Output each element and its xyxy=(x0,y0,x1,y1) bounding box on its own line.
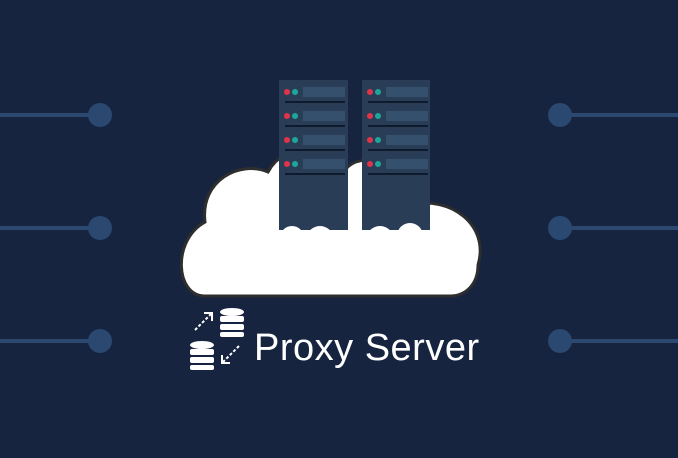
led-red xyxy=(367,113,373,119)
led-teal xyxy=(375,137,381,143)
database-icon-top xyxy=(220,308,244,337)
led-teal xyxy=(292,161,298,167)
server-right xyxy=(362,80,430,254)
led-teal xyxy=(375,89,381,95)
led-red xyxy=(284,113,290,119)
led-red xyxy=(367,89,373,95)
server-left xyxy=(279,80,355,254)
led-teal xyxy=(375,113,381,119)
drive-slot xyxy=(303,111,345,121)
right-connectors xyxy=(548,103,678,353)
slot-divider xyxy=(285,125,345,127)
slot-divider xyxy=(368,125,428,127)
database-icon-bottom xyxy=(190,341,214,370)
drive-slot xyxy=(386,135,428,145)
transfer-arrows-icon xyxy=(194,312,240,364)
led-teal xyxy=(375,161,381,167)
server-slots xyxy=(284,87,428,175)
slot-divider xyxy=(368,149,428,151)
led-teal xyxy=(292,137,298,143)
led-red xyxy=(284,161,290,167)
led-red xyxy=(284,137,290,143)
slot-divider xyxy=(368,101,428,103)
led-red xyxy=(284,89,290,95)
slot-divider xyxy=(368,173,428,175)
led-red xyxy=(367,137,373,143)
drive-slot xyxy=(386,111,428,121)
left-connectors xyxy=(0,103,112,353)
drive-slot xyxy=(303,135,345,145)
slot-divider xyxy=(285,149,345,151)
drive-slot xyxy=(386,87,428,97)
led-red xyxy=(367,161,373,167)
led-teal xyxy=(292,113,298,119)
drive-slot xyxy=(303,159,345,169)
slot-divider xyxy=(285,101,345,103)
drive-slot xyxy=(386,159,428,169)
led-teal xyxy=(292,89,298,95)
proxy-server-title: Proxy Server xyxy=(254,327,480,369)
drive-slot xyxy=(303,87,345,97)
slot-divider xyxy=(285,173,345,175)
